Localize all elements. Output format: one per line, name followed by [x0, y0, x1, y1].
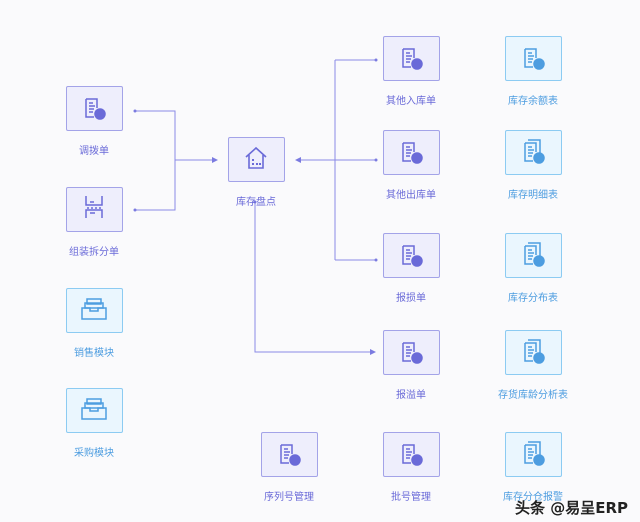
node-button[interactable]	[504, 233, 562, 278]
watermark: 头条 @易呈ERP	[514, 499, 628, 517]
node-button[interactable]	[382, 233, 440, 278]
node-label: 库存分仓报警	[503, 492, 563, 503]
node-label: 序列号管理	[264, 492, 314, 503]
node-sales[interactable]: 销售模块	[44, 288, 144, 359]
warehouse-icon	[243, 145, 269, 175]
node-button[interactable]	[504, 36, 562, 81]
node-warehouse-alert[interactable]: 库存分仓报警	[483, 432, 583, 503]
node-overflow[interactable]: 报溢单	[361, 330, 461, 401]
node-label: 库存盘点	[236, 197, 276, 208]
node-loss[interactable]: 报损单	[361, 233, 461, 304]
node-label: 组装拆分单	[69, 247, 119, 258]
node-button[interactable]	[65, 86, 123, 131]
document-yen-icon	[519, 43, 547, 75]
node-label: 批号管理	[391, 492, 431, 503]
node-other-in[interactable]: 其他入库单	[361, 36, 461, 107]
node-label: 报溢单	[396, 390, 426, 401]
node-button[interactable]	[382, 432, 440, 477]
documents-chart-icon	[519, 337, 547, 369]
node-button[interactable]	[382, 330, 440, 375]
documents-yen-icon	[519, 137, 547, 169]
node-button[interactable]	[260, 432, 318, 477]
node-label: 报损单	[396, 293, 426, 304]
node-label: 库存明细表	[508, 190, 558, 201]
document-check-icon	[275, 439, 303, 471]
node-label: 其他出库单	[386, 190, 436, 201]
node-other-out[interactable]: 其他出库单	[361, 130, 461, 201]
connector-endpoints	[133, 58, 378, 262]
node-label: 采购模块	[74, 448, 114, 459]
node-button[interactable]	[65, 187, 123, 232]
node-label: 库存余额表	[508, 96, 558, 107]
assembly-split-icon	[81, 194, 107, 226]
node-batch[interactable]: 批号管理	[361, 432, 461, 503]
tray-module-icon	[80, 296, 108, 326]
document-check-icon	[397, 439, 425, 471]
node-aging[interactable]: 存货库龄分析表	[483, 330, 583, 401]
node-button[interactable]	[382, 36, 440, 81]
node-label: 调拨单	[79, 146, 109, 157]
node-label: 库存分布表	[508, 293, 558, 304]
node-stocktake[interactable]: 库存盘点	[206, 137, 306, 208]
node-label: 销售模块	[74, 348, 114, 359]
document-loss-icon	[397, 240, 425, 272]
node-detail[interactable]: 库存明细表	[483, 130, 583, 201]
node-transfer[interactable]: 调拨单	[44, 86, 144, 157]
node-button[interactable]	[504, 130, 562, 175]
node-button[interactable]	[382, 130, 440, 175]
node-label: 存货库龄分析表	[498, 390, 568, 401]
node-label: 其他入库单	[386, 96, 436, 107]
node-distribution[interactable]: 库存分布表	[483, 233, 583, 304]
documents-alarm-icon	[519, 439, 547, 471]
node-button[interactable]	[227, 137, 285, 182]
connector-stocktake-overflow	[254, 202, 376, 355]
node-purchase[interactable]: 采购模块	[44, 388, 144, 459]
documents-location-icon	[519, 240, 547, 272]
document-transfer-icon	[80, 93, 108, 125]
node-button[interactable]	[504, 432, 562, 477]
node-serial[interactable]: 序列号管理	[239, 432, 339, 503]
node-button[interactable]	[504, 330, 562, 375]
document-out-icon	[397, 137, 425, 169]
document-overflow-icon	[397, 337, 425, 369]
node-button[interactable]	[65, 388, 123, 433]
tray-module-icon	[80, 396, 108, 426]
node-button[interactable]	[65, 288, 123, 333]
document-in-icon	[397, 43, 425, 75]
connector-right-docs	[334, 59, 376, 261]
node-assembly[interactable]: 组装拆分单	[44, 187, 144, 258]
node-balance[interactable]: 库存余额表	[483, 36, 583, 107]
